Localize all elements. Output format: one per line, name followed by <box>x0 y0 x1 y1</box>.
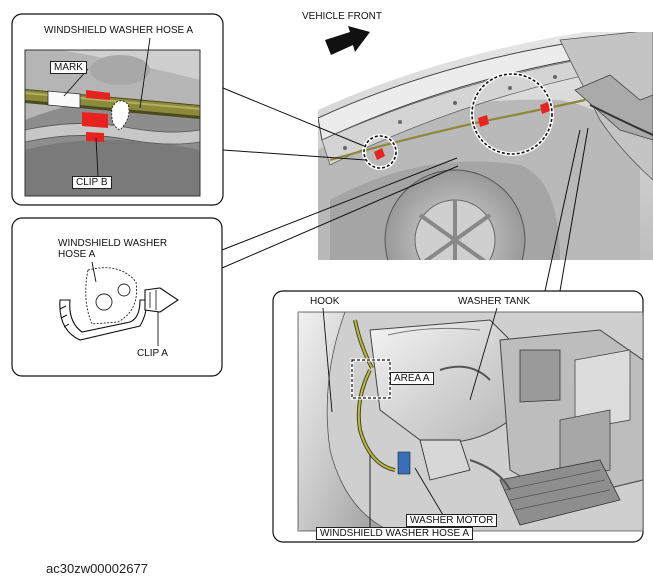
hose-a-bottom-label: WINDSHIELD WASHER HOSE A <box>316 527 474 540</box>
mark-label: MARK <box>50 61 87 74</box>
clip-a-detail <box>59 267 179 341</box>
washer-motor-label: WASHER MOTOR <box>406 514 498 527</box>
hose-a-middle-label: WINDSHIELD WASHER HOSE A <box>58 238 168 260</box>
fender-illustration <box>318 32 653 260</box>
area-a-label: AREA A <box>390 372 434 385</box>
hose-a-top-label: WINDSHIELD WASHER HOSE A <box>44 25 194 36</box>
hook-label: HOOK <box>310 296 340 307</box>
document-id: ac30zw00002677 <box>46 561 148 576</box>
washer-tank-label: WASHER TANK <box>458 296 531 307</box>
clip-a-label: CLIP A <box>137 348 168 359</box>
clip-b-label: CLIP B <box>72 176 112 189</box>
vehicle-front-label: VEHICLE FRONT <box>302 11 383 22</box>
washer-tank-illustration <box>298 312 643 531</box>
